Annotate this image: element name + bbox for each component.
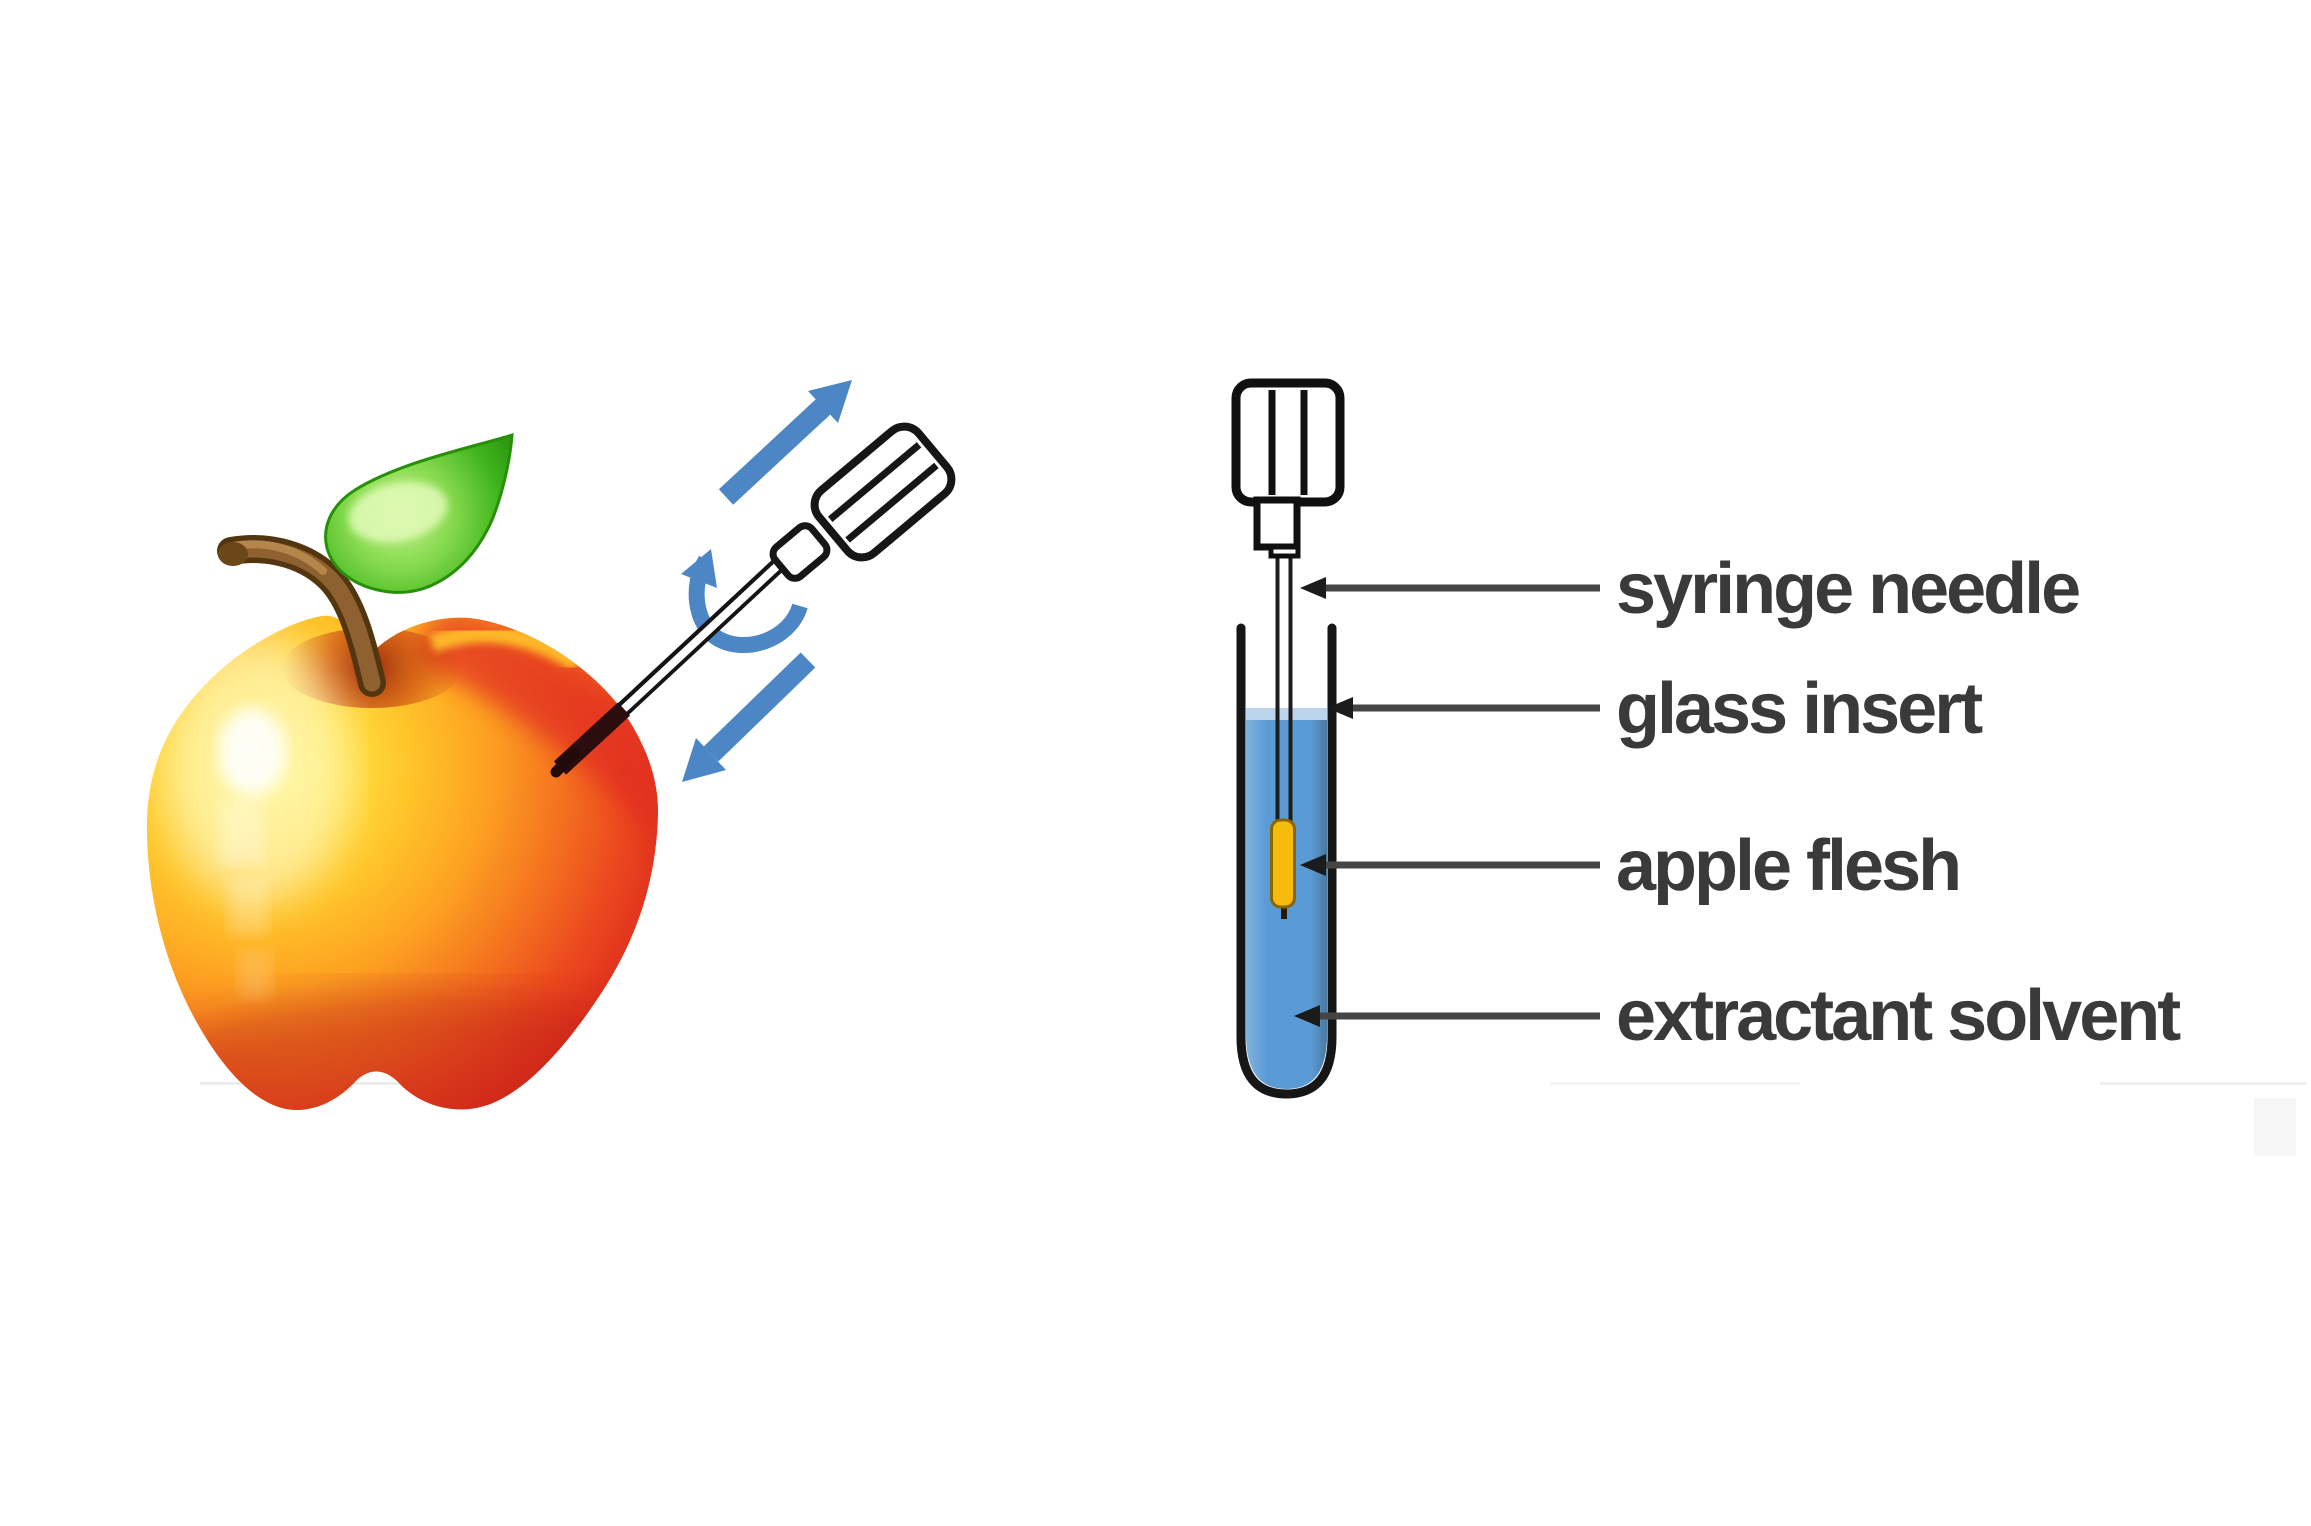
leader-extractant-solvent	[1294, 1005, 1600, 1027]
plunger-cap	[1231, 378, 1345, 559]
apple-leaf	[324, 432, 514, 594]
up-motion-arrow	[718, 380, 852, 505]
glass-insert-tube	[1236, 623, 1337, 1099]
vial-syringe-needle	[1275, 554, 1293, 919]
spme-needle	[550, 548, 796, 778]
apple-stem	[217, 535, 386, 697]
label-apple-flesh: apple flesh	[1616, 826, 1959, 906]
rotation-arrow-icon	[681, 549, 808, 654]
leader-apple-flesh	[1300, 854, 1600, 876]
solvent-surface	[1246, 708, 1327, 720]
label-extractant-solvent: extractant solvent	[1616, 976, 2181, 1056]
syringe-handle	[769, 422, 956, 582]
down-motion-arrow	[682, 652, 816, 782]
label-leader-arrows	[1294, 577, 1600, 1027]
up-down-motion-arrows	[682, 380, 852, 782]
apple-sampling-illustration	[146, 380, 956, 1110]
apple-flesh-sample	[1270, 818, 1296, 909]
label-syringe-needle: syringe needle	[1616, 549, 2079, 629]
apple-icon	[146, 432, 659, 1110]
leader-syringe-needle	[1300, 577, 1600, 599]
label-glass-insert: glass insert	[1616, 669, 1983, 749]
vial-diagram: syringe needle glass insert apple flesh …	[1231, 378, 2184, 1099]
leader-glass-insert	[1327, 697, 1600, 719]
background-artifact-lines	[200, 1082, 2306, 1156]
